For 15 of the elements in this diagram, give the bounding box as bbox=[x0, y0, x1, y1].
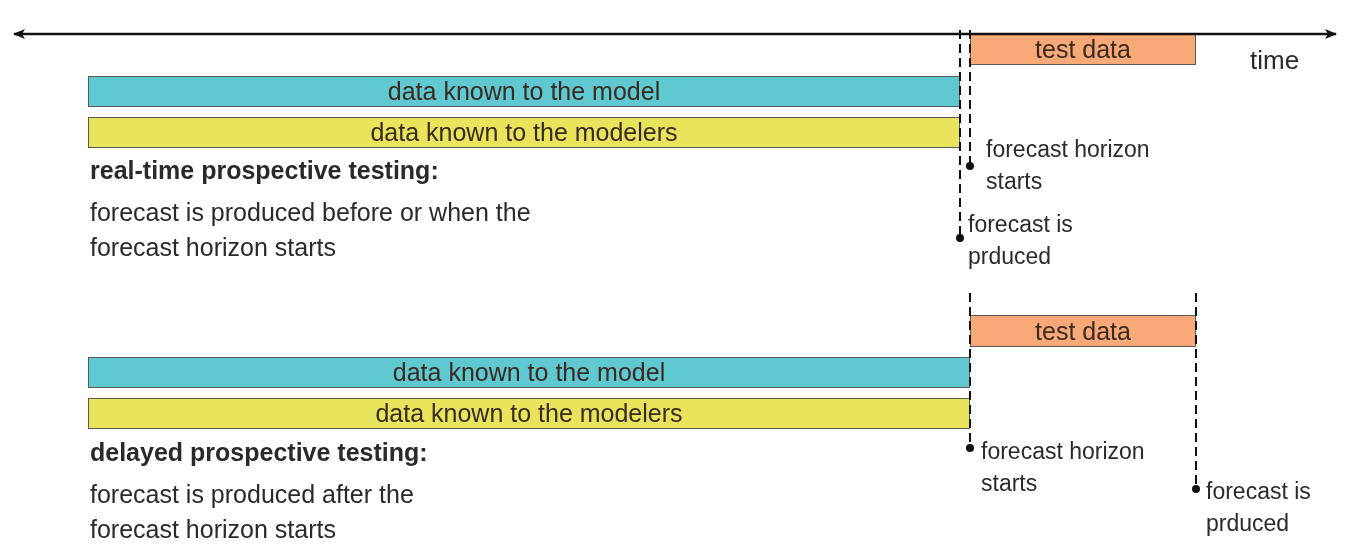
section-heading: delayed prospective testing: bbox=[90, 437, 429, 468]
test-data-bar: test data bbox=[970, 315, 1196, 347]
modelers-data-bar: data known to the modelers bbox=[88, 117, 960, 148]
model-data-bar: data known to the model bbox=[88, 76, 960, 107]
description-text: forecast is produced before or when the forecast horizon starts bbox=[90, 197, 532, 263]
marker-label: forecast is prduced bbox=[1206, 477, 1312, 539]
axis-label: time bbox=[1250, 44, 1301, 77]
section-heading: real-time prospective testing: bbox=[90, 155, 440, 186]
marker-label: forecast horizon starts bbox=[986, 135, 1151, 197]
marker-label: forecast horizon starts bbox=[981, 437, 1146, 499]
test-data-bar: test data bbox=[970, 33, 1196, 65]
model-data-bar: data known to the model bbox=[88, 357, 970, 388]
description-text: forecast is produced after the forecast horizon starts bbox=[90, 479, 415, 545]
modelers-data-bar: data known to the modelers bbox=[88, 398, 970, 429]
marker-label: forecast is prduced bbox=[968, 210, 1074, 272]
